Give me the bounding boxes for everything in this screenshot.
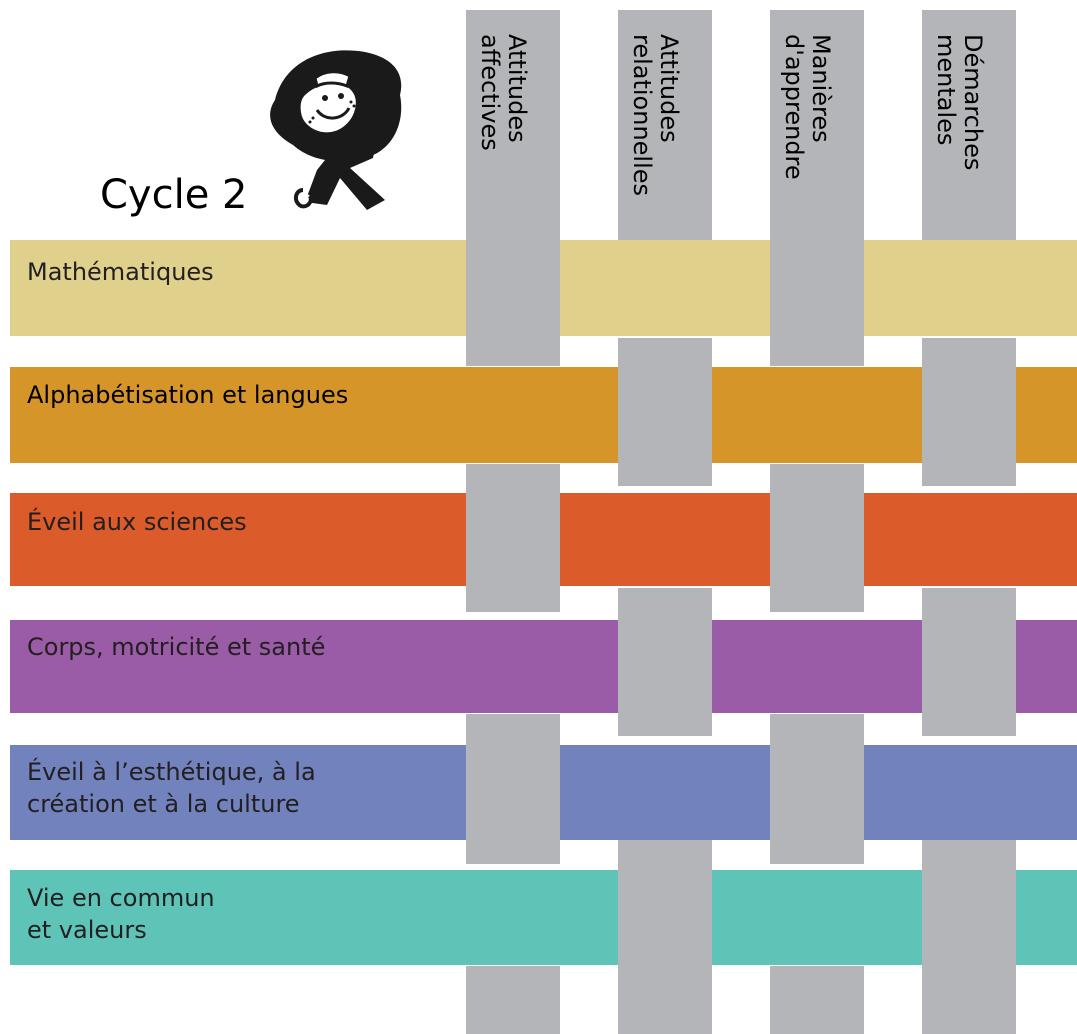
column-1-seg [466,464,560,612]
band-label: Éveil aux sciences [27,508,247,536]
column-1-seg [466,714,560,864]
band-label: Alphabétisation et langues [27,381,349,409]
column-4-seg [922,840,1016,1034]
column-4-seg [922,588,1016,736]
column-label-attitudes-relationnelles: Attitudes relationnelles [628,34,683,197]
column-3-seg [770,714,864,864]
cycle-title: Cycle 2 [100,172,248,218]
band-corps: Corps, motricité et santé [10,620,1077,713]
column-2-seg [618,338,712,486]
column-1-top [466,10,560,366]
column-3-top [770,10,864,366]
column-label-demarches-mentales: Démarches mentales [932,34,987,171]
band-label: Éveil à l’esthétique, à la création et à… [27,758,316,818]
column-3-seg [770,966,864,1034]
band-label: Mathématiques [27,258,214,286]
column-3-seg [770,464,864,612]
column-2-top [618,10,712,240]
column-2-seg [618,588,712,736]
column-label-attitudes-affectives: Attitudes affectives [476,34,531,151]
column-4-seg [922,338,1016,486]
band-alphabetisation: Alphabétisation et langues [10,367,1077,463]
band-label: Corps, motricité et santé [27,633,326,661]
column-label-manieres-apprendre: Manières d'apprendre [780,34,835,180]
band-vie-commun: Vie en commun et valeurs [10,870,1077,965]
mascot-illustration [270,50,402,210]
column-1-seg [466,966,560,1034]
column-2-seg [618,840,712,1034]
band-label: Vie en commun et valeurs [27,884,215,944]
column-4-top [922,10,1016,240]
